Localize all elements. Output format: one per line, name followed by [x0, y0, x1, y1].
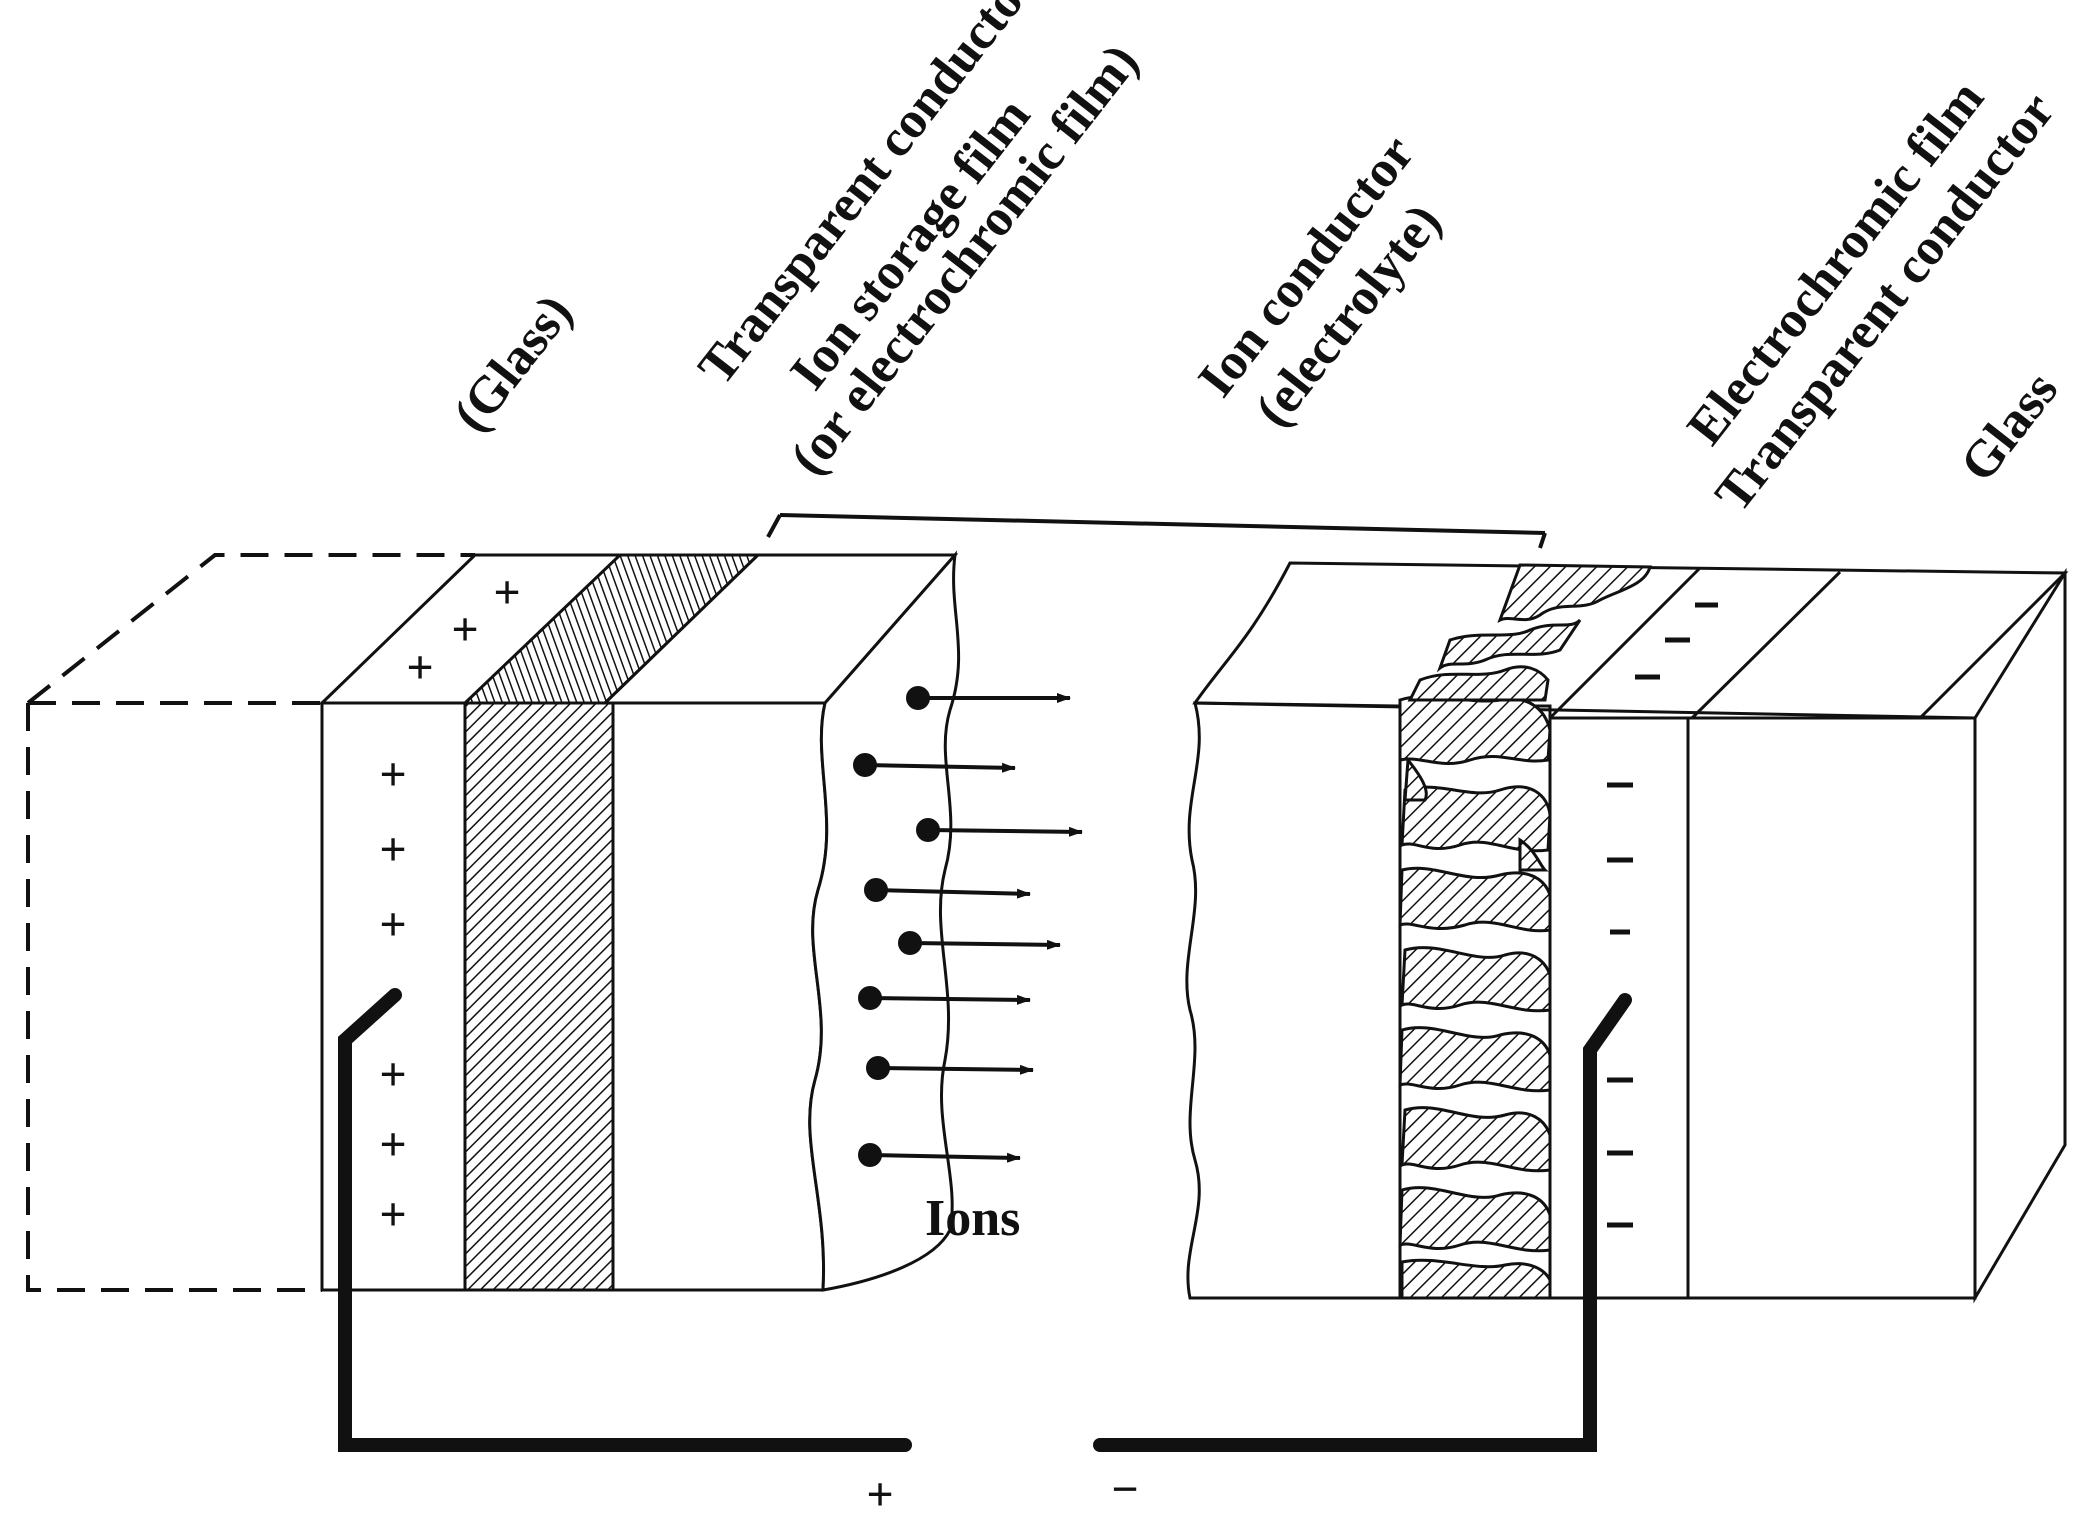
- left-glass-dashed-outline: [26, 553, 475, 1292]
- positive-charge: +: [493, 566, 520, 619]
- ion-arrow: [858, 1143, 1021, 1167]
- ion-arrow: [866, 1056, 1034, 1080]
- right-front-glass: [1686, 716, 1977, 1300]
- right-end-face: [1973, 567, 2067, 1304]
- electrochromic-porous-structure: [1398, 694, 1550, 1298]
- ion-arrow: [864, 878, 1031, 902]
- ion-arrow: [858, 986, 1031, 1010]
- positive-charge: +: [451, 603, 478, 656]
- left-front-ion-conductor: [611, 701, 829, 1292]
- right-block: [1185, 561, 2069, 1304]
- positive-charge: +: [379, 1188, 406, 1241]
- positive-charge: +: [379, 748, 406, 801]
- wire-positive: [338, 988, 912, 1452]
- ion-arrow: [898, 931, 1061, 955]
- electrochromic-top-blobs: [1407, 563, 1652, 702]
- right-front-ion-conductor: [1185, 701, 1402, 1300]
- ion-arrow: [906, 686, 1071, 710]
- left-front-ion-storage-film: [463, 701, 615, 1292]
- label-glass-left: (Glass): [443, 284, 584, 442]
- terminal-positive: +: [866, 1468, 893, 1521]
- left-torn-edge: [808, 550, 961, 1292]
- ion-conductor-bracket: [766, 513, 1547, 549]
- label-ions: Ions: [925, 1190, 1020, 1247]
- positive-charge: +: [379, 1048, 406, 1101]
- positive-charge: +: [379, 823, 406, 876]
- wire-negative: [1093, 993, 1632, 1452]
- ion-arrow: [853, 753, 1016, 777]
- labels: (Glass) Transparent conductor Ion storag…: [443, 0, 2070, 522]
- negative-charges-right: [1607, 602, 1718, 1228]
- terminal-negative: −: [1111, 1463, 1138, 1516]
- ion-arrow: [916, 818, 1083, 842]
- positive-charge: +: [379, 898, 406, 951]
- positive-charge: +: [406, 641, 433, 694]
- label-glass-right: Glass: [1950, 362, 2070, 493]
- positive-charges-left: + + + + + + + + +: [379, 566, 520, 1241]
- right-top-face: [1192, 561, 2069, 720]
- ions-group: [853, 686, 1083, 1167]
- positive-charge: +: [379, 1118, 406, 1171]
- external-circuit: [338, 988, 1632, 1452]
